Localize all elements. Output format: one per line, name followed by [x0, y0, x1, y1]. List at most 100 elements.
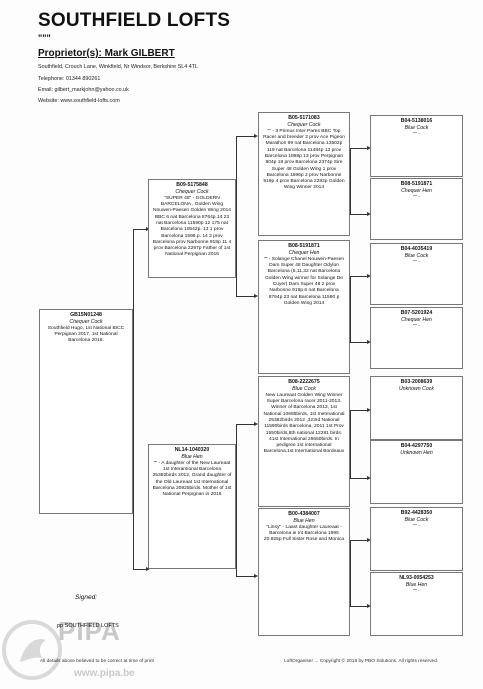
connector-line	[350, 478, 368, 479]
arrow-icon	[254, 294, 258, 298]
colour-sex: Blue Hen	[293, 517, 315, 524]
connector-line	[350, 410, 368, 411]
pigeon-description: "" -	[413, 523, 420, 529]
ring-number: B08-2222675	[288, 379, 320, 385]
watermark-url: www.pipa.be	[74, 668, 135, 679]
colour-sex: Unknown Hen	[400, 449, 433, 456]
connector-line	[350, 276, 368, 277]
sire-card: B09-5175848 Chequer Cock "SUPER 48" - GO…	[148, 179, 236, 278]
pigeon-description: "" -	[413, 323, 420, 329]
great-grandparent-card: B03-2008639 Unknown Cock	[370, 376, 463, 440]
colour-sex: Blue Hen	[405, 581, 428, 588]
arrow-icon	[254, 574, 258, 578]
arrow-icon	[367, 604, 371, 608]
pigeon-description: "" -	[413, 131, 420, 137]
ring-number: NL14-1040320	[174, 447, 210, 453]
connector-line	[350, 410, 351, 478]
connector-line	[236, 136, 237, 296]
ring-number: B92-4428350	[400, 510, 433, 516]
copyright-text: LoftOrganiser ... Copyright © 2018 by PB…	[284, 659, 439, 664]
colour-sex: Blue Cock	[404, 252, 429, 259]
website-line: Website: www.southfield-lofts.com	[38, 98, 120, 104]
connector-line	[133, 229, 147, 230]
colour-sex: Blue Hen	[181, 453, 203, 460]
colour-sex: Blue Cock	[292, 385, 316, 392]
ring-number: B03-2008639	[400, 379, 433, 385]
great-grandparent-card: B04-4035419 Blue Cock "" -	[370, 243, 463, 305]
ring-number: B05-5171083	[288, 115, 320, 121]
sire-sire-card: B05-5171083 Chequer Cock "" - 3 Primus I…	[258, 112, 350, 236]
great-grandparent-card: B04-5138016 Blue Cock "" -	[370, 115, 463, 177]
connector-line	[236, 424, 255, 425]
watermark-text: PIPA	[58, 616, 121, 646]
ring-number: GB15N01248	[70, 312, 102, 318]
pigeon-description: "" - 3 Primus Inter Pares BBC Top Racer …	[263, 128, 345, 191]
connector-line	[236, 424, 237, 576]
colour-sex: Unknown Cock	[399, 385, 434, 392]
pigeon-description: "" -	[413, 259, 420, 265]
arrow-icon	[254, 422, 258, 426]
ring-number: B09-5175848	[176, 182, 208, 188]
connector-line	[350, 148, 368, 149]
arrow-icon	[367, 340, 371, 344]
ring-number: B04-5138016	[400, 118, 433, 124]
signer-name: pp SOUTHFIELD LOFTS	[57, 623, 119, 629]
connector-line	[133, 569, 147, 570]
ring-number: B04-4297750	[400, 443, 433, 449]
dam-sire-card: B08-2222675 Blue Cock New Laureaat Golde…	[258, 376, 350, 507]
colour-sex: Chequer Hen	[288, 249, 320, 256]
telephone-line: Telephone: 01344 890261	[38, 76, 101, 82]
colour-sex: Chequer Hen	[401, 316, 432, 323]
ring-number: NL93-0054253	[399, 575, 434, 581]
email-line: Email: gilbert_markjohn@yahoo.co.uk	[38, 87, 129, 93]
signed-label: Signed:	[75, 594, 98, 601]
arrow-icon	[367, 476, 371, 480]
ring-number: B04-4035419	[400, 246, 433, 252]
ring-number: B08-5191871	[288, 243, 320, 249]
pigeon-description: "" - A daughter of the New Laureaat 1st …	[152, 460, 232, 498]
arrow-icon	[367, 538, 371, 542]
connector-line	[350, 540, 351, 606]
arrow-icon	[367, 146, 371, 150]
proprietor-heading: Proprietor(s): Mark GILBERT	[38, 48, 175, 59]
pigeon-description: Southfield Hugo, 1st National BICC Perpi…	[47, 325, 125, 344]
loft-title: SOUTHFIELD LOFTS	[38, 10, 231, 31]
connector-line	[350, 606, 368, 607]
connector-line	[350, 148, 351, 214]
pigeon-description: "Linsy" - Laast daughter Laureaat - Barc…	[263, 524, 345, 543]
ring-number: B08-5191871	[400, 181, 433, 187]
connector-line	[236, 576, 255, 577]
connector-line	[350, 540, 368, 541]
arrow-icon	[367, 274, 371, 278]
colour-sex: Chequer Hen	[401, 187, 432, 194]
colour-sex: Chequer Cock	[69, 318, 103, 325]
sire-dam-card: B08-5191871 Chequer Hen "" - Solange Cha…	[258, 240, 350, 374]
great-grandparent-card: B07-5201924 Chequer Hen "" -	[370, 307, 463, 369]
pigeon-description: "" -	[413, 194, 420, 200]
pigeon-description: "SUPER 48" - GOLDERN BARCELONA , Golden …	[152, 195, 232, 258]
great-grandparent-card: NL93-0054253 Blue Hen "" -	[370, 572, 463, 636]
disclaimer-text: All details above believed to be correct…	[40, 659, 154, 664]
great-grandparent-card: B92-4428350 Blue Cock "" -	[370, 507, 463, 571]
great-grandparent-card: B04-4297750 Unknown Hen	[370, 440, 463, 504]
colour-sex: Blue Cock	[404, 516, 429, 523]
dam-dam-card: B00-4384007 Blue Hen "Linsy" - Laast dau…	[258, 508, 350, 636]
colour-sex: Chequer Cock	[287, 121, 321, 128]
great-grandparent-card: B08-5191871 Chequer Hen "" -	[370, 178, 463, 240]
pipa-logo-watermark	[2, 620, 62, 680]
pigeon-description: "" -	[413, 588, 420, 594]
connector-line	[350, 214, 368, 215]
subject-pigeon-card: GB15N01248 Chequer Cock Southfield Hugo,…	[39, 309, 133, 514]
pigeon-description: "" - Solange Chanel Nouwen-Paesen Dam Su…	[263, 256, 345, 306]
arrow-icon	[367, 408, 371, 412]
ring-number: B00-4384007	[288, 511, 320, 517]
connector-line	[236, 296, 255, 297]
arrow-icon	[146, 567, 150, 571]
connector-line	[350, 276, 351, 342]
dam-card: NL14-1040320 Blue Hen "" - A daughter of…	[148, 444, 236, 569]
ring-number: B07-5201924	[400, 310, 433, 316]
pigeon-description: New Laureaat Golden Wing Winner Super Ba…	[263, 392, 345, 455]
address-line: Southfield, Crouch Lane, Winkfield, Nr W…	[38, 64, 198, 70]
colour-sex: Blue Cock	[404, 124, 429, 131]
